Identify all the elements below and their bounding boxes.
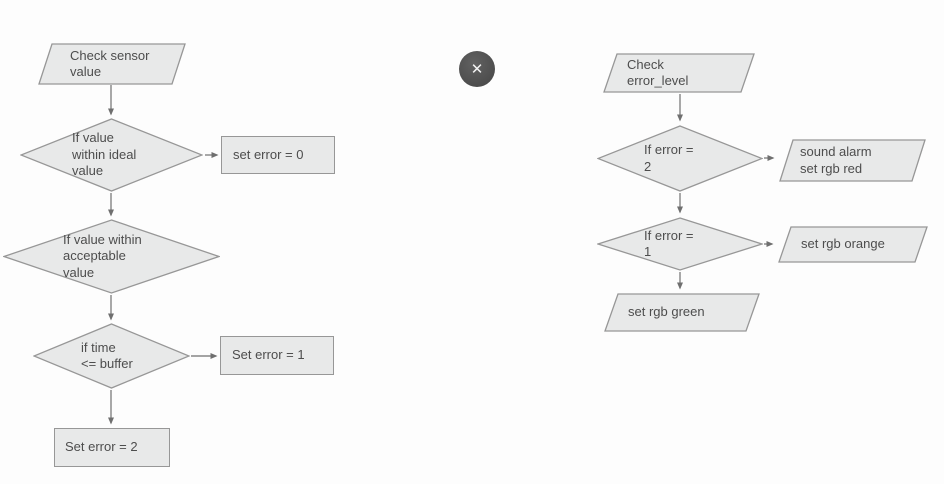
node-set-error-1: Set error = 1 [220, 336, 334, 375]
node-set-error-0: set error = 0 [221, 136, 335, 174]
node-label: Set error = 1 [232, 347, 305, 363]
diamond-shape [20, 118, 203, 192]
node-label: If error = 1 [644, 227, 694, 260]
node-set-error-2: Set error = 2 [54, 428, 170, 467]
node-sound-alarm-set-rgb-red: sound alarm set rgb red [779, 139, 926, 182]
node-decision-ideal-value: If value within ideal value [20, 118, 203, 192]
node-set-rgb-green: set rgb green [604, 293, 760, 332]
node-decision-time-buffer: if time <= buffer [33, 323, 190, 389]
node-label: Check error_level [627, 56, 689, 89]
parallelogram-shape [778, 226, 928, 263]
node-label: Set error = 2 [65, 439, 138, 455]
node-check-sensor-value: Check sensor value [38, 43, 186, 85]
parallelogram-shape [779, 139, 926, 182]
parallelogram-shape [38, 43, 186, 85]
close-icon: ✕ [470, 61, 484, 78]
node-label: set rgb green [628, 304, 705, 320]
parallelogram-shape [604, 293, 760, 332]
node-decision-error-1: If error = 1 [597, 217, 763, 271]
node-decision-error-2: If error = 2 [597, 125, 763, 192]
diamond-shape [33, 323, 190, 389]
node-label: If value within ideal value [72, 130, 137, 179]
node-check-error-level: Check error_level [603, 53, 755, 93]
diamond-shape [3, 219, 220, 294]
node-label: Check sensor value [70, 47, 150, 80]
node-label: set rgb orange [801, 236, 885, 252]
diamond-shape [597, 125, 763, 192]
node-label: if time <= buffer [81, 339, 133, 372]
node-label: If error = 2 [644, 142, 694, 174]
node-decision-acceptable-value: If value within acceptable value [3, 219, 220, 294]
parallelogram-shape [603, 53, 755, 93]
diamond-shape [597, 217, 763, 271]
node-set-rgb-orange: set rgb orange [778, 226, 928, 263]
node-label: If value within acceptable value [63, 231, 142, 280]
close-button[interactable]: ✕ [459, 51, 495, 87]
node-label: set error = 0 [233, 146, 304, 162]
node-label: sound alarm set rgb red [800, 144, 872, 176]
